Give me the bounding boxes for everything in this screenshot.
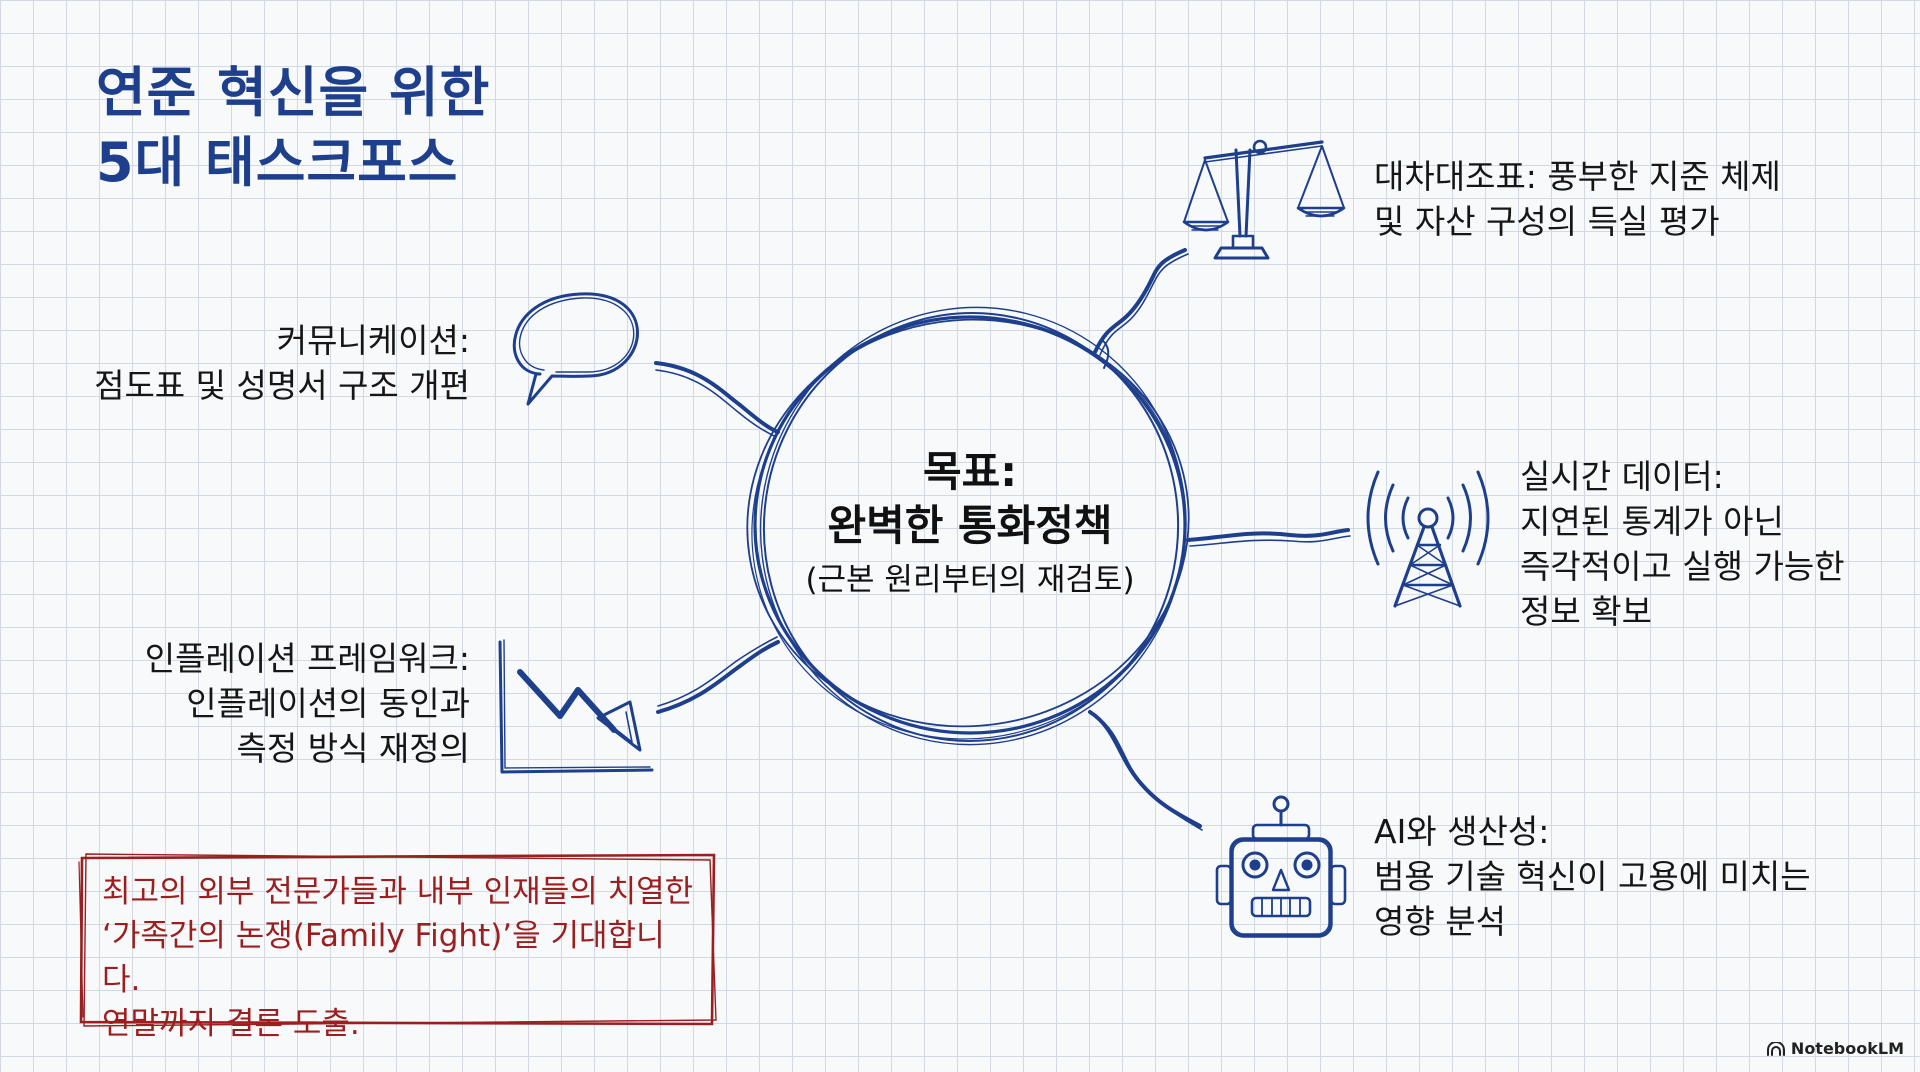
declining-chart-icon	[498, 639, 654, 774]
callout-frame	[78, 853, 717, 1027]
ai-productivity-detail-1: 범용 기술 혁신이 고용에 미치는	[1374, 857, 1811, 896]
ai-productivity-detail-2: 영향 분석	[1374, 902, 1506, 941]
title-line-2: 5대 태스크포스	[96, 131, 459, 194]
robot-icon	[1215, 795, 1347, 938]
ai-productivity-heading: AI와 생산성:	[1374, 812, 1550, 851]
communication-detail: 점도표 및 성명서 구조 개편	[94, 366, 470, 405]
callout-line-2: ‘가족간의 논쟁(Family Fight)’을 기대합니다.	[102, 918, 665, 998]
connector-communication	[654, 361, 780, 438]
speech-bubble-icon	[512, 292, 639, 406]
connector-realtime-data	[1186, 528, 1351, 547]
center-circle	[746, 306, 1190, 746]
center-title-line-2: 완벽한 통화정책	[827, 501, 1113, 550]
radio-tower-icon	[1366, 470, 1490, 608]
brand-name: NotebookLM	[1790, 1039, 1904, 1058]
brand-watermark: NotebookLM	[1766, 1039, 1904, 1058]
callout-text: 최고의 외부 전문가들과 내부 인재들의 치열한 ‘가족간의 논쟁(Family…	[102, 870, 702, 1046]
inflation-detail-2: 측정 방식 재정의	[236, 729, 471, 768]
scales-icon	[1182, 139, 1346, 260]
balance-sheet-heading: 대차대조표: 풍부한 지준 체제	[1374, 157, 1781, 196]
notebooklm-logo-icon	[1766, 1041, 1785, 1056]
center-subtitle: (근본 원리부터의 재검토)	[805, 562, 1135, 598]
node-realtime-data: 실시간 데이터: 지연된 통계가 아닌 즉각적이고 실행 가능한 정보 확보	[1520, 454, 1845, 634]
inflation-detail-1: 인플레이션의 동인과	[186, 684, 470, 723]
center-goal: 목표: 완벽한 통화정책 (근본 원리부터의 재검토)	[770, 445, 1170, 603]
page-title: 연준 혁신을 위한 5대 태스크포스	[96, 58, 490, 198]
realtime-data-detail-3: 정보 확보	[1520, 592, 1652, 631]
node-communication: 커뮤니케이션: 점도표 및 성명서 구조 개편	[94, 318, 470, 408]
callout-box: 최고의 외부 전문가들과 내부 인재들의 치열한 ‘가족간의 논쟁(Family…	[78, 852, 718, 1042]
connector-balance-sheet	[1093, 248, 1189, 369]
balance-sheet-detail: 및 자산 구성의 득실 평가	[1374, 202, 1720, 241]
realtime-data-heading: 실시간 데이터:	[1520, 457, 1724, 496]
node-ai-productivity: AI와 생산성: 범용 기술 혁신이 고용에 미치는 영향 분석	[1374, 809, 1811, 944]
connector-inflation	[656, 636, 780, 714]
realtime-data-detail-2: 즉각적이고 실행 가능한	[1520, 547, 1845, 586]
center-title-line-1: 목표:	[922, 447, 1018, 496]
connector-ai-productivity	[1088, 710, 1203, 831]
title-line-1: 연준 혁신을 위한	[96, 61, 491, 124]
communication-heading: 커뮤니케이션:	[276, 321, 470, 360]
realtime-data-detail-1: 지연된 통계가 아닌	[1520, 502, 1784, 541]
callout-line-3: 연말까지 결론 도출.	[102, 1006, 360, 1042]
callout-line-1: 최고의 외부 전문가들과 내부 인재들의 치열한	[102, 874, 694, 910]
node-balance-sheet: 대차대조표: 풍부한 지준 체제 및 자산 구성의 득실 평가	[1374, 154, 1781, 244]
node-inflation: 인플레이션 프레임워크: 인플레이션의 동인과 측정 방식 재정의	[145, 636, 470, 771]
inflation-heading: 인플레이션 프레임워크:	[144, 639, 470, 678]
